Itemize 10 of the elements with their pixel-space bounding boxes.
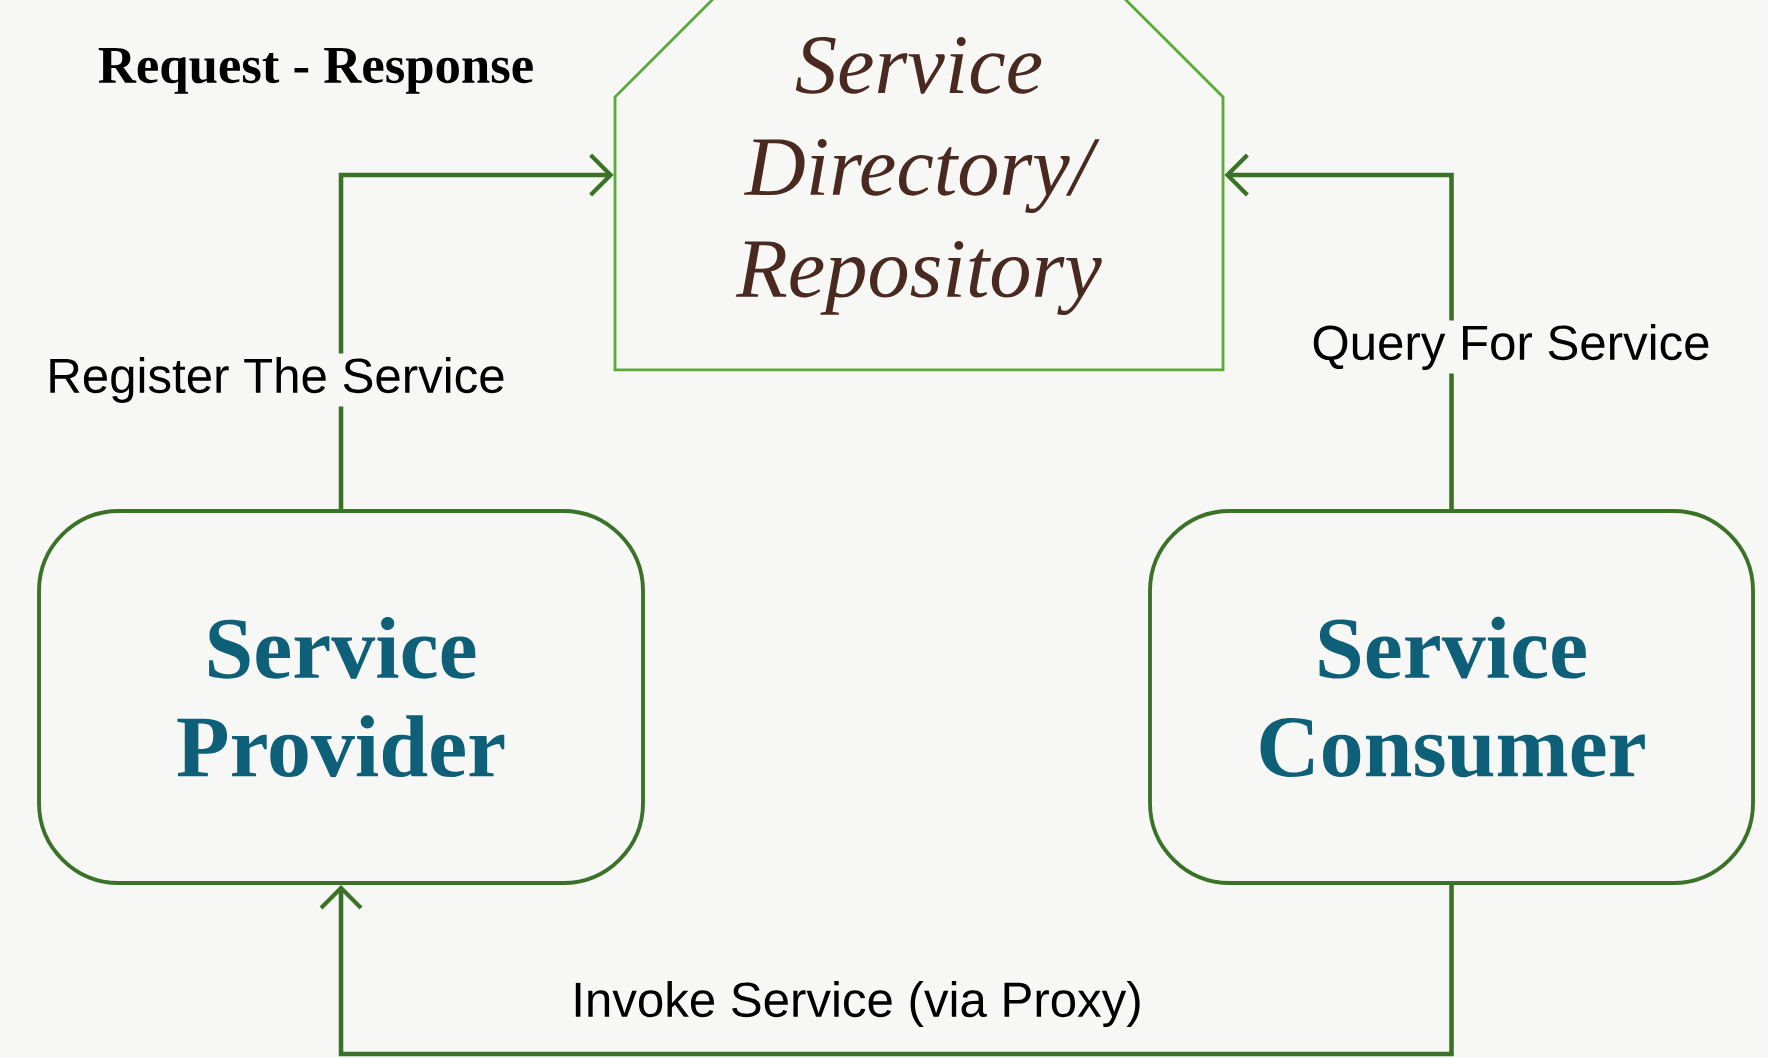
rounded-box: Service Consumer (1148, 509, 1755, 885)
rounded-box: Service Provider (37, 509, 645, 885)
arrow (319, 884, 1454, 1057)
arrow (1224, 153, 1454, 510)
edge-label: Register The Service (50, 357, 504, 403)
diagram-title: Request - Response (98, 48, 533, 94)
edge-label: Invoke Service (via Proxy) (575, 981, 1140, 1027)
arrow (338, 153, 614, 510)
edge-label: Query For Service (1313, 324, 1709, 370)
directory-box: Service Directory/ Repository (613, 0, 1225, 372)
